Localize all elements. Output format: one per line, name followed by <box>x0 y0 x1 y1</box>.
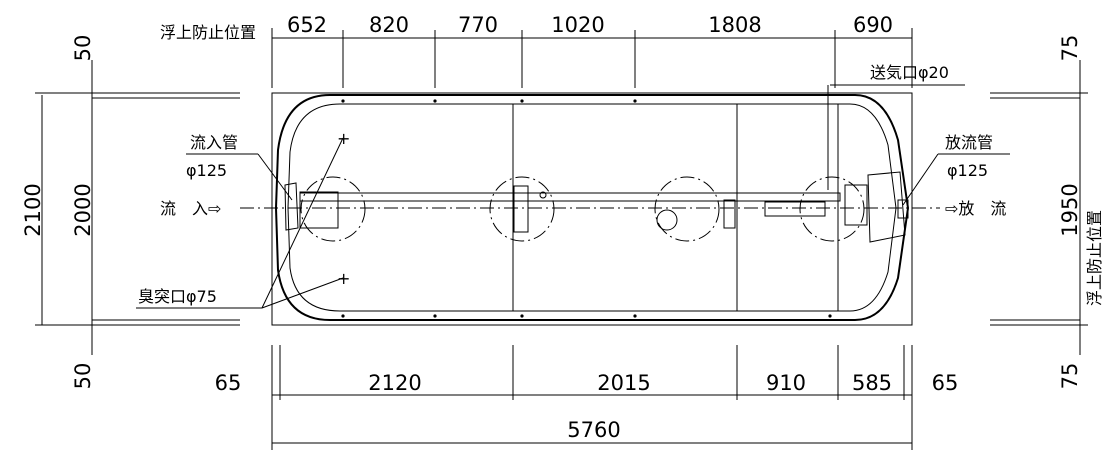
outlet-pipe-leader <box>902 153 939 206</box>
pump-unit <box>656 209 678 231</box>
bottom-dim-3: 2015 <box>597 371 650 395</box>
outlet-flange <box>897 199 909 219</box>
bottom-dim-ticks <box>271 345 913 450</box>
outflow-label: ⇨放 流 <box>945 199 1006 218</box>
top-dim-2: 820 <box>369 13 409 37</box>
internal-pipe <box>299 192 841 202</box>
inflow-label: 流 入⇨ <box>160 199 221 218</box>
base-slab-outline <box>271 92 913 326</box>
tank-outer-outline <box>274 94 910 321</box>
top-dim-ticks <box>342 30 836 88</box>
vent-pipe-label: 臭突口φ75 <box>138 287 217 306</box>
manhole-4 <box>799 176 865 242</box>
top-dim-5: 1808 <box>708 13 761 37</box>
bottom-dim-1: 65 <box>215 371 242 395</box>
inlet-pipe-dia: φ125 <box>186 161 227 180</box>
left-dim-50-top: 50 <box>71 35 95 62</box>
vent-marker-bottom: + <box>337 269 350 288</box>
inlet-baffle <box>284 182 299 231</box>
vent-pipe-leader-1 <box>261 137 344 309</box>
small-valve <box>539 191 547 199</box>
bottom-dim-5: 585 <box>852 371 892 395</box>
blower-unit-a <box>764 201 826 217</box>
manhole-2 <box>489 176 555 242</box>
bottom-total-dim: 5760 <box>567 418 620 442</box>
tank-inner-outline <box>287 103 897 312</box>
left-dim-2000: 2000 <box>71 183 95 236</box>
bottom-dim-6: 65 <box>932 371 959 395</box>
blower-unit-b <box>844 184 868 226</box>
outlet-hood <box>867 171 906 243</box>
left-dim-2100: 2100 <box>21 183 45 236</box>
air-inlet-label: 送気口φ20 <box>870 63 949 82</box>
top-dim-6: 690 <box>853 13 893 37</box>
baffle-2 <box>513 185 529 233</box>
manhole-1 <box>300 176 366 242</box>
top-dim-3: 770 <box>458 13 498 37</box>
top-dim-1: 652 <box>287 13 327 37</box>
top-dim-4: 1020 <box>551 13 604 37</box>
bottom-dim-2: 2120 <box>368 371 421 395</box>
baffle-3 <box>723 199 736 229</box>
vent-marker-top: + <box>337 129 350 148</box>
anchor-dots <box>341 99 832 318</box>
left-dim-50-bottom: 50 <box>71 363 95 390</box>
float-stop-label-top: 浮上防止位置 <box>160 23 256 42</box>
inlet-pipe-label: 流入管 <box>190 133 238 152</box>
bottom-dim-4: 910 <box>766 371 806 395</box>
manhole-3 <box>654 176 720 242</box>
outlet-pipe-dia: φ125 <box>947 161 988 180</box>
inlet-box <box>299 191 339 229</box>
outlet-pipe-label: 放流管 <box>945 133 993 152</box>
vent-pipe-leader-2 <box>261 277 344 309</box>
float-stop-label-right: 浮上防止位置 <box>1085 210 1104 306</box>
right-dim-75-bottom: 75 <box>1058 363 1082 390</box>
right-dim-1950: 1950 <box>1058 183 1082 236</box>
right-dim-75-top: 75 <box>1058 35 1082 62</box>
inlet-pipe-leader <box>257 153 293 201</box>
